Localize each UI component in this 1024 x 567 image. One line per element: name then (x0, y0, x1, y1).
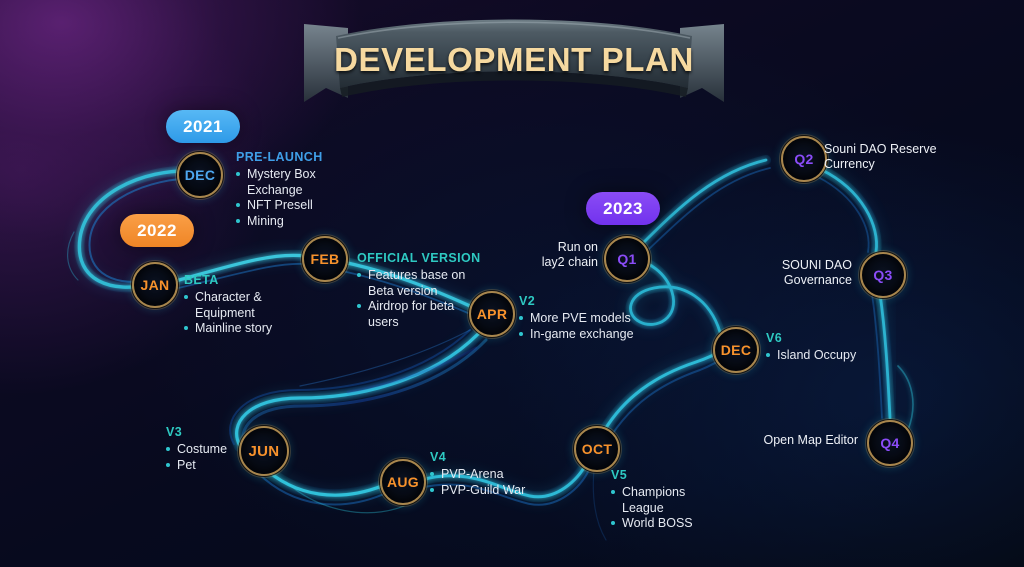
milestone-heading: PRE-LAUNCH (236, 150, 323, 164)
list-item: NFT Presell (236, 198, 386, 213)
year-badge-2021: 2021 (166, 110, 240, 143)
list-item: Pet (166, 458, 286, 473)
milestone-heading: V4 (430, 450, 447, 464)
list-item: World BOSS (611, 516, 741, 531)
node-ring (467, 289, 517, 339)
milestone-node-dec-2021[interactable]: DEC (175, 150, 225, 200)
list-item: Character & (184, 290, 334, 305)
milestone-node-jan[interactable]: JAN (130, 260, 180, 310)
node-ring (779, 134, 829, 184)
list-item: Island Occupy (766, 348, 906, 363)
note-line-2: Governance (783, 273, 852, 287)
note-line-2: lay2 chain (541, 255, 598, 269)
list-item: Champions (611, 485, 741, 500)
milestone-node-q1[interactable]: Q1 (602, 234, 652, 284)
milestone-item-list: PVP-Arena PVP-Guild War (430, 467, 580, 497)
milestone-node-q2[interactable]: Q2 (779, 134, 829, 184)
note-line-1: SOUNI DAO (781, 258, 852, 272)
milestone-node-q4[interactable]: Q4 (865, 418, 915, 468)
milestone-node-feb[interactable]: FEB (300, 234, 350, 284)
note-line-1: Open Map Editor (763, 433, 859, 447)
node-ring (130, 260, 180, 310)
list-item: Airdrop for beta (357, 299, 522, 314)
milestone-node-q3[interactable]: Q3 (858, 250, 908, 300)
milestone-heading: OFFICIAL VERSION (357, 251, 481, 265)
node-ring (572, 424, 622, 474)
milestone-heading: V5 (611, 468, 628, 482)
title-banner: DEVELOPMENT PLAN (296, 14, 732, 112)
list-item: Equipment (195, 305, 255, 320)
list-item: Mining (236, 214, 386, 229)
node-ring (858, 250, 908, 300)
milestone-item-list: Character & Equipment Mainline story (184, 290, 334, 336)
milestone-block-beta: BETA Character & Equipment Mainline stor… (184, 273, 334, 337)
milestone-item-list: Costume Pet (166, 442, 286, 472)
milestone-heading: BETA (184, 273, 219, 287)
milestone-item-list: Features base on Beta version Airdrop fo… (357, 268, 522, 329)
milestone-block-v3: V3 Costume Pet (166, 425, 286, 473)
milestone-node-jun[interactable]: JUN (237, 424, 291, 478)
list-item: Mystery Box (236, 167, 386, 182)
milestone-note-q4: Open Map Editor (740, 433, 859, 448)
milestone-note-q3: SOUNI DAO Governance (740, 258, 852, 288)
list-item: League (622, 500, 664, 515)
list-item: PVP-Guild War (430, 483, 580, 498)
node-ring (237, 424, 291, 478)
milestone-node-aug[interactable]: AUG (378, 457, 428, 507)
list-item: Exchange (247, 182, 303, 197)
node-ring (378, 457, 428, 507)
milestone-item-list: More PVE models In-game exchange (519, 311, 684, 341)
milestone-node-dec-2022[interactable]: DEC (711, 325, 761, 375)
list-item: users (368, 314, 399, 329)
milestone-note-q1: Run on lay2 chain (520, 240, 598, 270)
list-item: Costume (166, 442, 286, 457)
node-ring (300, 234, 350, 284)
milestone-node-apr[interactable]: APR (467, 289, 517, 339)
year-badge-2023: 2023 (586, 192, 660, 225)
milestone-heading: V6 (766, 331, 783, 345)
node-ring (711, 325, 761, 375)
list-item: In-game exchange (519, 327, 684, 342)
list-item: Mainline story (184, 321, 334, 336)
list-item: More PVE models (519, 311, 684, 326)
milestone-item-list: Mystery Box Exchange NFT Presell Mining (236, 167, 386, 228)
list-item: Features base on (357, 268, 522, 283)
milestone-block-v4: V4 PVP-Arena PVP-Guild War (430, 450, 580, 498)
milestone-heading: V3 (166, 425, 183, 439)
milestone-item-list: Champions League World BOSS (611, 485, 741, 531)
milestone-node-oct[interactable]: OCT (572, 424, 622, 474)
note-line-1: Run on (557, 240, 598, 254)
milestone-heading: V2 (519, 294, 536, 308)
note-line-2: Currency (824, 157, 875, 171)
milestone-block-v2: V2 More PVE models In-game exchange (519, 294, 684, 342)
milestone-block-pre-launch: PRE-LAUNCH Mystery Box Exchange NFT Pres… (236, 150, 386, 229)
node-ring (865, 418, 915, 468)
list-item: Beta version (368, 283, 438, 298)
milestone-item-list: Island Occupy (766, 348, 906, 363)
year-badge-2022: 2022 (120, 214, 194, 247)
milestone-block-v5: V5 Champions League World BOSS (611, 468, 741, 532)
milestone-note-q2: Souni DAO Reserve Currency (824, 142, 974, 172)
note-line-1: Souni DAO Reserve (824, 142, 937, 156)
milestone-block-v6: V6 Island Occupy (766, 331, 906, 364)
node-ring (175, 150, 225, 200)
page-title: DEVELOPMENT PLAN (334, 41, 694, 78)
list-item: PVP-Arena (430, 467, 580, 482)
milestone-block-official-version: OFFICIAL VERSION Features base on Beta v… (357, 251, 522, 330)
node-ring (602, 234, 652, 284)
